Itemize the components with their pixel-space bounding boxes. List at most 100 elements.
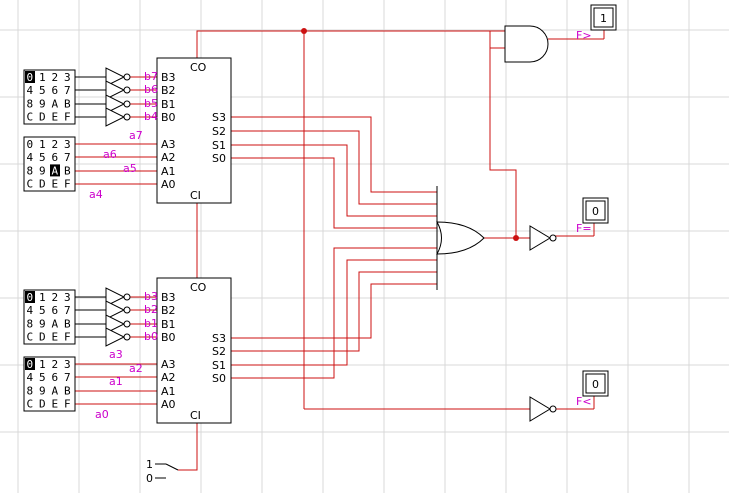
- output-less-value: 0: [592, 378, 599, 391]
- keypad-key[interactable]: 4: [27, 371, 34, 384]
- adder-high-input-label: A3: [161, 138, 176, 151]
- keypad-key[interactable]: 5: [39, 84, 46, 97]
- wire-label: b0: [144, 330, 158, 343]
- wire-label: a2: [129, 362, 143, 375]
- keypad-key[interactable]: D: [39, 398, 46, 411]
- wire-label: b7: [144, 70, 158, 83]
- keypad-key[interactable]: 1: [39, 138, 46, 151]
- adder-low-input-label: B0: [161, 331, 176, 344]
- keypad-key[interactable]: 4: [27, 151, 34, 164]
- adder-high[interactable]: CO CI B3 B2 B1 B0 A3 A2 A1 A0 S3 S2 S1 S…: [156, 57, 232, 204]
- keypad-key[interactable]: 8: [27, 317, 34, 330]
- wire-label: a6: [103, 148, 117, 161]
- keypad-key[interactable]: E: [52, 111, 59, 124]
- keypad-key[interactable]: F: [64, 398, 71, 411]
- wires: [75, 28, 605, 471]
- adder-low-input-label: B2: [161, 304, 176, 317]
- keypad-key[interactable]: A: [52, 97, 59, 110]
- adder-low-input-label: A1: [161, 385, 176, 398]
- keypad-key[interactable]: 8: [27, 97, 34, 110]
- switch-off-label: 0: [146, 472, 153, 485]
- adder-high-input-label: B2: [161, 84, 176, 97]
- keypad-key[interactable]: 9: [39, 164, 46, 177]
- keypad-key[interactable]: B: [64, 164, 71, 177]
- output-equal-value: 0: [592, 205, 599, 218]
- keypad-key[interactable]: 2: [52, 138, 59, 151]
- keypad-key[interactable]: F: [64, 111, 71, 124]
- keypad-key[interactable]: C: [27, 178, 34, 191]
- keypad-key[interactable]: D: [39, 178, 46, 191]
- keypad-key[interactable]: 7: [64, 304, 71, 317]
- keypad-key[interactable]: 0: [27, 71, 34, 84]
- keypad-key[interactable]: 7: [64, 371, 71, 384]
- keypad-key[interactable]: 1: [39, 71, 46, 84]
- wire-label: a4: [89, 188, 103, 201]
- keypad-key[interactable]: F: [64, 178, 71, 191]
- keypad-key[interactable]: 2: [52, 71, 59, 84]
- keypad-wires: [75, 76, 106, 338]
- keypad-key[interactable]: 5: [39, 371, 46, 384]
- adder-high-input-label: B0: [161, 111, 176, 124]
- keypad-key[interactable]: 3: [64, 138, 71, 151]
- keypad-key[interactable]: E: [52, 398, 59, 411]
- output-equal: 0 F=: [576, 197, 609, 235]
- keypad-key[interactable]: 0: [27, 358, 34, 371]
- keypad-key[interactable]: D: [39, 111, 46, 124]
- keypad-key[interactable]: C: [27, 398, 34, 411]
- keypad-key[interactable]: 7: [64, 84, 71, 97]
- keypad-key[interactable]: 0: [27, 138, 34, 151]
- keypad-key[interactable]: F: [64, 331, 71, 344]
- keypad-key[interactable]: 6: [52, 151, 59, 164]
- keypad-key[interactable]: 5: [39, 151, 46, 164]
- adder-high-co-label: CO: [190, 61, 207, 74]
- keypad-key[interactable]: 5: [39, 304, 46, 317]
- keypad-key[interactable]: 3: [64, 291, 71, 304]
- adder-high-output-label: S2: [212, 125, 226, 138]
- wire-label: b6: [144, 83, 158, 96]
- keypad-key[interactable]: 0: [27, 291, 34, 304]
- keypad-key[interactable]: B: [64, 97, 71, 110]
- adder-high-input-label: A1: [161, 165, 176, 178]
- adder-low-output-label: S1: [212, 359, 226, 372]
- output-greater-label: F>: [576, 29, 592, 42]
- keypad-key[interactable]: 9: [39, 97, 46, 110]
- keypad-key[interactable]: 8: [27, 164, 34, 177]
- keypad-key[interactable]: 6: [52, 371, 59, 384]
- output-greater: 1 F>: [576, 4, 617, 42]
- keypad-key[interactable]: D: [39, 331, 46, 344]
- keypad-key[interactable]: 2: [52, 291, 59, 304]
- keypad-key[interactable]: E: [52, 178, 59, 191]
- keypad-key[interactable]: 4: [27, 84, 34, 97]
- keypad-key[interactable]: C: [27, 111, 34, 124]
- adder-high-input-label: B3: [161, 71, 176, 84]
- keypad-key[interactable]: 7: [64, 151, 71, 164]
- carry-in-switch[interactable]: 1 0: [146, 458, 179, 485]
- keypad-key[interactable]: A: [52, 384, 59, 397]
- adder-low[interactable]: CO CI B3 B2 B1 B0 A3 A2 A1 A0 S3 S2 S1 S…: [156, 277, 232, 424]
- keypad-key[interactable]: 4: [27, 304, 34, 317]
- keypad-key[interactable]: 3: [64, 71, 71, 84]
- keypad-key[interactable]: 6: [52, 84, 59, 97]
- and-gate: [504, 25, 549, 63]
- keypad-key[interactable]: A: [52, 164, 59, 177]
- keypad-key[interactable]: E: [52, 331, 59, 344]
- keypad-key[interactable]: C: [27, 331, 34, 344]
- keypad-key[interactable]: 9: [39, 317, 46, 330]
- keypad-key[interactable]: A: [52, 317, 59, 330]
- keypad-key[interactable]: B: [64, 317, 71, 330]
- keypad-key[interactable]: 1: [39, 358, 46, 371]
- keypad-key[interactable]: B: [64, 384, 71, 397]
- keypad-key[interactable]: 8: [27, 384, 34, 397]
- keypad-key[interactable]: 9: [39, 384, 46, 397]
- adder-low-input-label: A2: [161, 371, 176, 384]
- keypad-key[interactable]: 6: [52, 304, 59, 317]
- keypad-key[interactable]: 1: [39, 291, 46, 304]
- keypad-key[interactable]: 2: [52, 358, 59, 371]
- keypad-key[interactable]: 3: [64, 358, 71, 371]
- not-gate-equal: [529, 225, 557, 251]
